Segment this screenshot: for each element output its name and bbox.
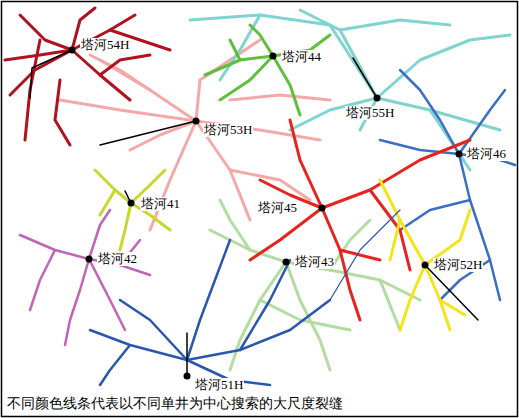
well-label: 塔河53H: [203, 123, 253, 137]
fracture-network: [60, 40, 330, 230]
well-label: 塔河44: [281, 50, 322, 64]
fracture-network: [90, 210, 400, 385]
fracture-network: [190, 10, 510, 170]
well-label: 塔河46: [466, 147, 507, 161]
well-label: 塔河42: [97, 252, 138, 266]
well-trajectory: [30, 50, 478, 376]
well-dot: [69, 47, 463, 380]
fracture-network: [380, 70, 515, 300]
fracture-network: [20, 210, 150, 345]
well-label: 塔河54H: [80, 38, 130, 52]
well-label: 塔河43: [294, 255, 335, 269]
figure-caption: 不同颜色线条代表以不同单井为中心搜索的大尺度裂缝: [5, 396, 345, 413]
well-label: 塔河55H: [345, 106, 395, 120]
well-label: 塔河51H: [194, 378, 244, 392]
well-label: 塔河45: [257, 201, 298, 215]
fracture-network: [205, 25, 330, 115]
fracture-network: [380, 180, 470, 330]
well-label: 塔河52H: [433, 258, 483, 272]
fracture-network: [5, 8, 170, 145]
well-label: 塔河41: [140, 197, 181, 211]
fracture-network: [210, 200, 420, 370]
